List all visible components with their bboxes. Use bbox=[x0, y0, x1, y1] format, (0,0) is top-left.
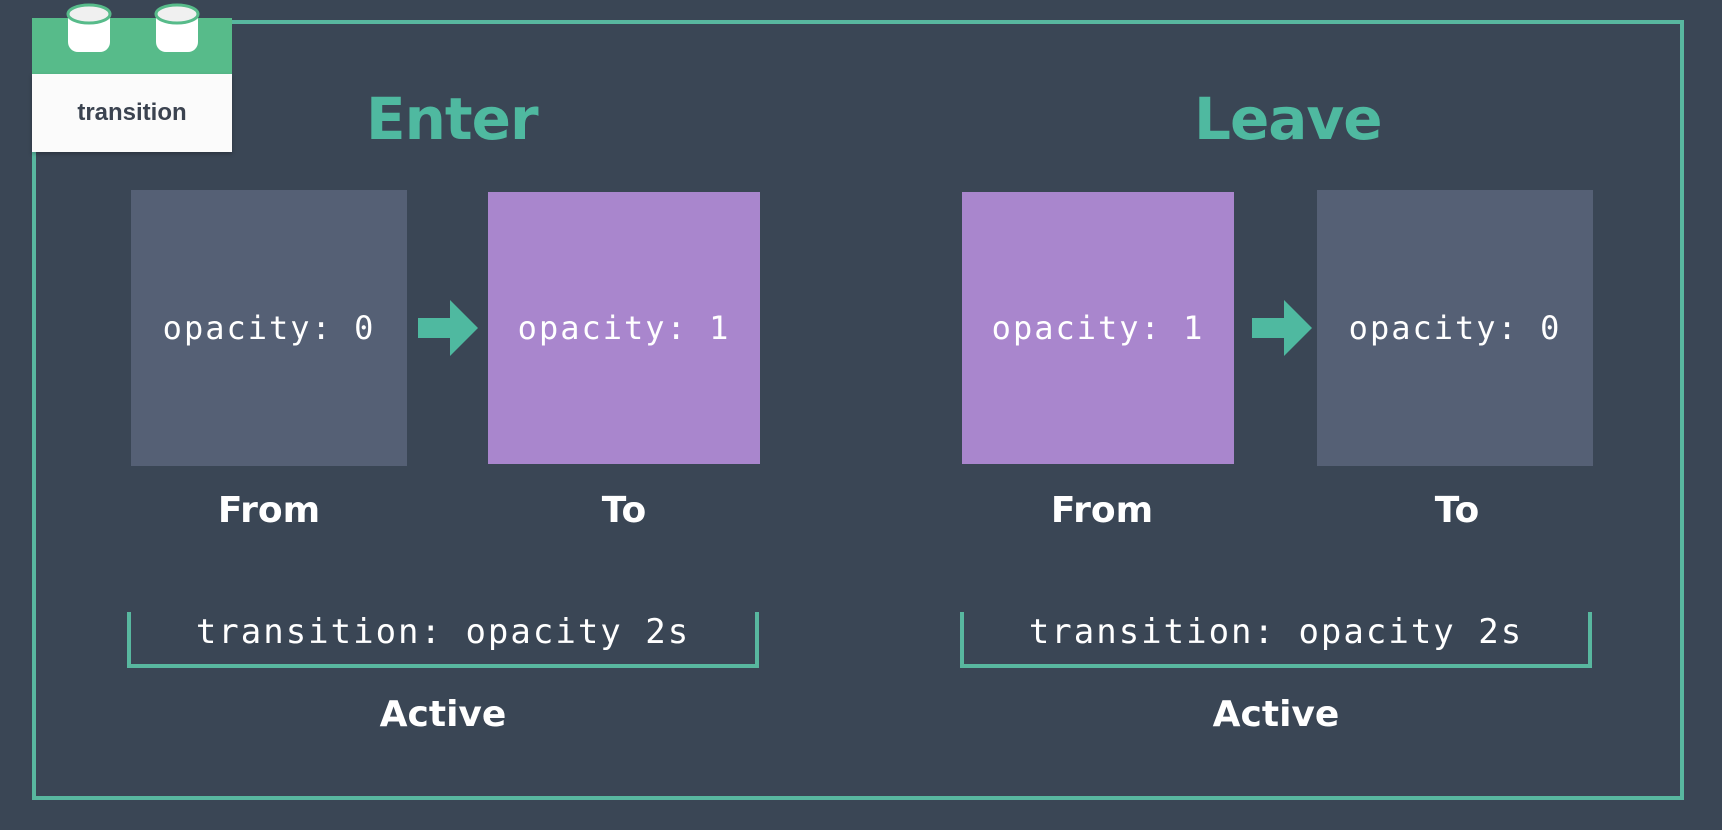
leave-to-text: opacity: 0 bbox=[1348, 309, 1562, 347]
transition-tab-header bbox=[32, 18, 232, 74]
enter-to-caption: To bbox=[601, 490, 647, 531]
leave-from-box: opacity: 1 bbox=[962, 192, 1234, 464]
transition-tab: transition bbox=[32, 74, 232, 152]
right-arrow-icon bbox=[1252, 300, 1312, 356]
transition-tab-label: transition bbox=[77, 99, 187, 126]
enter-from-text: opacity: 0 bbox=[162, 309, 376, 347]
enter-from-caption: From bbox=[217, 490, 321, 531]
leave-to-caption: To bbox=[1434, 490, 1480, 531]
enter-from-box: opacity: 0 bbox=[131, 190, 407, 466]
enter-active-code: transition: opacity 2s bbox=[195, 612, 691, 652]
enter-heading: Enter bbox=[366, 85, 539, 153]
leave-from-caption: From bbox=[1050, 490, 1154, 531]
leave-to-box: opacity: 0 bbox=[1317, 190, 1593, 466]
transition-tab-ring-icon bbox=[154, 3, 200, 52]
leave-from-text: opacity: 1 bbox=[991, 309, 1205, 347]
diagram-frame bbox=[32, 20, 1684, 800]
enter-active-bracket: transition: opacity 2s bbox=[127, 612, 759, 668]
leave-heading: Leave bbox=[1194, 85, 1383, 153]
enter-active-label: Active bbox=[379, 694, 507, 735]
transition-tab-ring-icon bbox=[66, 3, 112, 52]
leave-active-bracket: transition: opacity 2s bbox=[960, 612, 1592, 668]
right-arrow-icon bbox=[418, 300, 478, 356]
enter-to-text: opacity: 1 bbox=[517, 309, 731, 347]
leave-active-code: transition: opacity 2s bbox=[1028, 612, 1524, 652]
leave-active-label: Active bbox=[1212, 694, 1340, 735]
enter-to-box: opacity: 1 bbox=[488, 192, 760, 464]
